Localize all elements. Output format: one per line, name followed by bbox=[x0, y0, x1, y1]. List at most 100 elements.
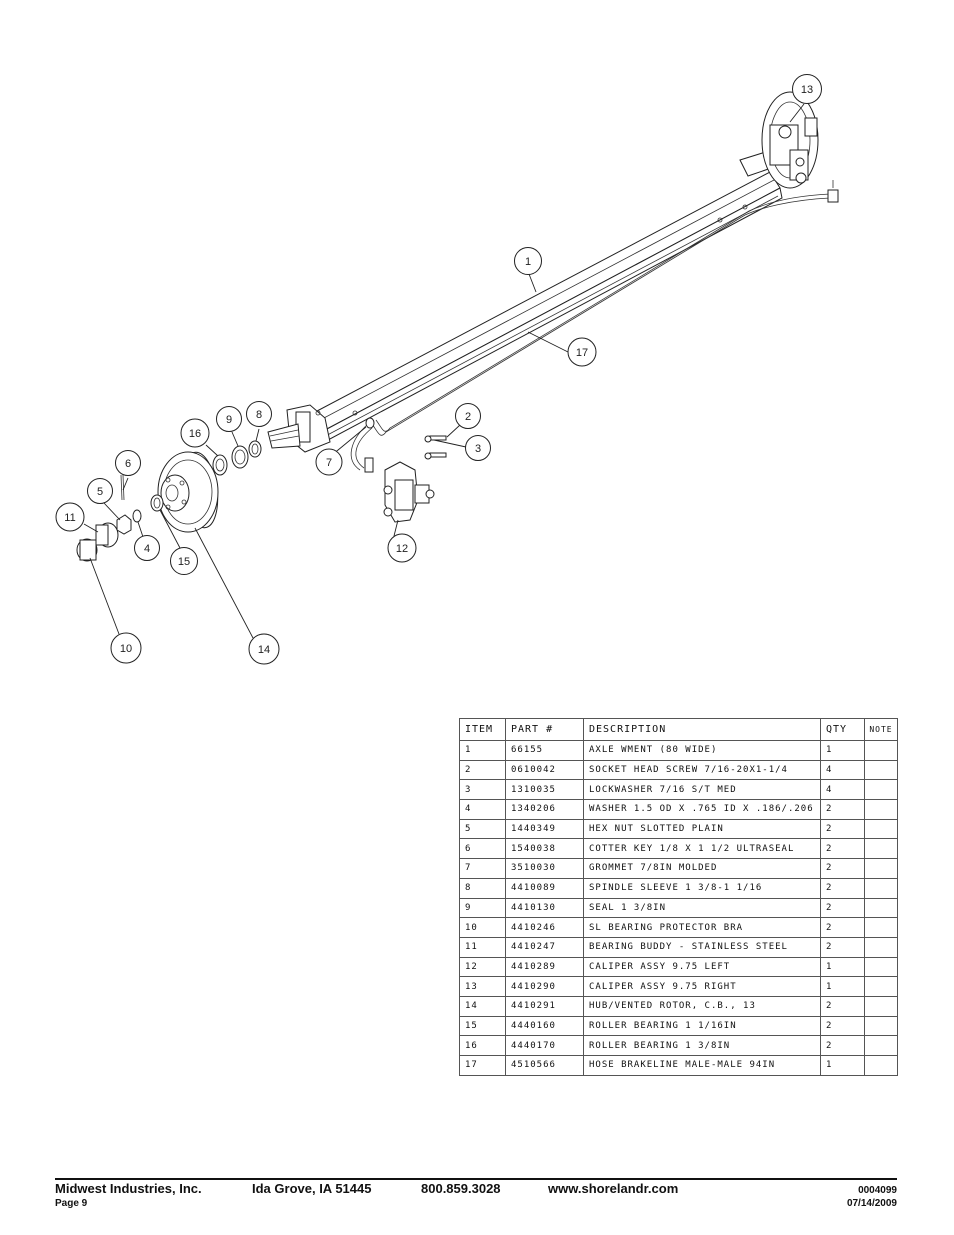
cell-qty: 2 bbox=[820, 818, 865, 840]
cell-note bbox=[864, 956, 898, 978]
cell-item: 17 bbox=[459, 1055, 506, 1076]
callout-13: 13 bbox=[792, 74, 822, 104]
cell-note bbox=[864, 1035, 898, 1056]
axle-tube bbox=[299, 171, 783, 449]
cell-description: WASHER 1.5 OD X .765 ID X .186/.206 bbox=[583, 799, 821, 820]
cell-description: BEARING BUDDY - STAINLESS STEEL bbox=[583, 936, 821, 958]
cell-note bbox=[864, 897, 898, 919]
cell-note bbox=[864, 779, 898, 801]
cell-item: 2 bbox=[459, 759, 506, 781]
cell-qty: 2 bbox=[820, 917, 865, 938]
cell-part: 66155 bbox=[505, 740, 584, 761]
cell-part: 4410089 bbox=[505, 877, 584, 899]
cell-note bbox=[864, 936, 898, 958]
cell-qty: 1 bbox=[820, 956, 865, 978]
cell-note bbox=[864, 740, 898, 761]
cell-note bbox=[864, 917, 898, 938]
cell-qty: 1 bbox=[820, 976, 865, 997]
cell-qty: 2 bbox=[820, 858, 865, 879]
callout-11: 11 bbox=[55, 502, 85, 532]
cell-note bbox=[864, 1055, 898, 1076]
cell-description: SPINDLE SLEEVE 1 3/8-1 1/16 bbox=[583, 877, 821, 899]
left-caliper bbox=[383, 461, 435, 523]
cell-qty: 4 bbox=[820, 759, 865, 781]
cell-item: 14 bbox=[459, 995, 506, 1017]
svg-text:6: 6 bbox=[125, 458, 131, 470]
callout-14: 14 bbox=[248, 633, 280, 665]
svg-text:7: 7 bbox=[326, 457, 332, 469]
svg-text:15: 15 bbox=[178, 556, 190, 568]
cell-part: 1540038 bbox=[505, 838, 584, 860]
callout-7: 7 bbox=[315, 448, 343, 476]
cell-note bbox=[864, 995, 898, 1017]
callout-9: 9 bbox=[216, 406, 242, 432]
leader-lines bbox=[83, 103, 805, 639]
cell-qty: 4 bbox=[820, 779, 865, 801]
cell-description: SEAL 1 3/8IN bbox=[583, 897, 821, 919]
svg-text:12: 12 bbox=[396, 543, 408, 555]
footer-website[interactable]: www.shorelandr.com bbox=[548, 1181, 679, 1196]
cell-item: 1 bbox=[459, 740, 506, 761]
cell-description: LOCKWASHER 7/16 S/T MED bbox=[583, 779, 821, 801]
cell-part: 4410246 bbox=[505, 917, 584, 938]
cell-part: 3510030 bbox=[505, 858, 584, 879]
callout-2: 2 bbox=[455, 403, 481, 429]
cell-description: COTTER KEY 1/8 X 1 1/2 ULTRASEAL bbox=[583, 838, 821, 860]
brake-hose bbox=[350, 180, 839, 473]
cell-item: 8 bbox=[459, 877, 506, 899]
cell-part: 4440160 bbox=[505, 1015, 584, 1037]
header-item: ITEM bbox=[459, 718, 506, 741]
cell-description: SL BEARING PROTECTOR BRA bbox=[583, 917, 821, 938]
callout-15: 15 bbox=[170, 547, 198, 575]
cell-description: SOCKET HEAD SCREW 7/16-20X1-1/4 bbox=[583, 759, 821, 781]
grommet bbox=[365, 417, 375, 429]
cell-item: 12 bbox=[459, 956, 506, 978]
cell-part: 1340206 bbox=[505, 799, 584, 820]
header-note: NOTE bbox=[864, 718, 898, 741]
cell-part: 4410290 bbox=[505, 976, 584, 997]
cell-description: ROLLER BEARING 1 3/8IN bbox=[583, 1035, 821, 1056]
svg-text:9: 9 bbox=[226, 414, 232, 426]
cell-description: CALIPER ASSY 9.75 RIGHT bbox=[583, 976, 821, 997]
cell-note bbox=[864, 976, 898, 997]
svg-text:4: 4 bbox=[144, 543, 150, 555]
callout-6: 6 bbox=[115, 450, 141, 476]
right-caliper-assembly bbox=[739, 91, 819, 189]
cell-part: 4410130 bbox=[505, 897, 584, 919]
svg-text:16: 16 bbox=[189, 428, 201, 440]
cell-item: 6 bbox=[459, 838, 506, 860]
cell-note bbox=[864, 858, 898, 879]
hub-rotor bbox=[157, 451, 219, 533]
footer-page-number: Page 9 bbox=[55, 1198, 88, 1209]
callout-12: 12 bbox=[387, 533, 417, 563]
header-qty: QTY bbox=[820, 718, 865, 741]
cell-part: 4440170 bbox=[505, 1035, 584, 1056]
cell-qty: 2 bbox=[820, 799, 865, 820]
svg-text:11: 11 bbox=[64, 512, 75, 524]
hub-hardware bbox=[76, 474, 142, 562]
cell-item: 4 bbox=[459, 799, 506, 820]
callout-17: 17 bbox=[567, 337, 597, 367]
cell-qty: 2 bbox=[820, 838, 865, 860]
svg-text:3: 3 bbox=[475, 443, 481, 455]
cell-item: 11 bbox=[459, 936, 506, 958]
callout-4: 4 bbox=[134, 535, 160, 561]
cell-description: ROLLER BEARING 1 1/16IN bbox=[583, 1015, 821, 1037]
footer-city: Ida Grove, IA 51445 bbox=[252, 1181, 372, 1196]
socket-head-screws bbox=[424, 435, 447, 460]
cell-part: 4510566 bbox=[505, 1055, 584, 1076]
